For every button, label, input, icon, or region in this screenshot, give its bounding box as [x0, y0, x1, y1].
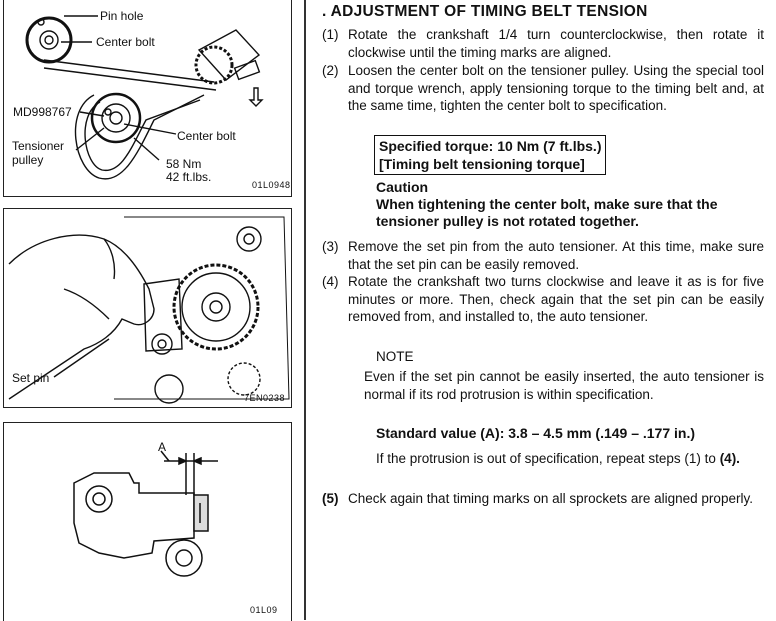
figure-code-2: 7EN0238 — [244, 393, 286, 403]
step-1-text: Rotate the crankshaft 1/4 turn countercl… — [348, 27, 764, 60]
spec-torque-desc: [Timing belt tensioning torque] — [379, 156, 585, 172]
set-pin-drawing — [8, 216, 290, 404]
step-2-text: Loosen the center bolt on the tensioner … — [348, 63, 764, 113]
protrusion-text: If the protrusion is out of specificatio… — [376, 450, 764, 468]
step-5-number: (5) — [322, 491, 339, 506]
step-5-text: Check again that timing marks on all spr… — [348, 491, 753, 506]
step-2-number: (2) — [322, 63, 339, 78]
specified-torque-box: Specified torque: 10 Nm (7 ft.lbs.) [Tim… — [374, 135, 607, 175]
caution-heading: Caution — [376, 179, 429, 195]
figure-code-1: 01L0948 — [252, 180, 291, 190]
step-3-text: Remove the set pin from the auto tension… — [348, 239, 764, 272]
label-pin-hole: Pin hole — [100, 9, 144, 23]
spec-torque-line: Specified torque: 10 Nm (7 ft.lbs.) — [379, 138, 602, 154]
label-set-pin: Set pin — [12, 371, 50, 385]
label-torque-ftlbs: 42 ft.lbs. — [166, 170, 212, 184]
label-center-bolt-top: Center bolt — [96, 35, 155, 49]
tensioner-pulley-drawing — [25, 15, 264, 180]
label-tensioner: Tensioner — [12, 139, 65, 153]
figure-auto-tensioner: A 01L09 — [3, 422, 292, 621]
label-center-bolt: Center bolt — [177, 129, 236, 143]
figure-tensioner-pulley: Pin hole Center bolt MD998767 Center bol… — [3, 0, 292, 197]
note-heading: NOTE — [376, 349, 414, 364]
illustration-column: Pin hole Center bolt MD998767 Center bol… — [0, 0, 292, 621]
figure-set-pin: Set pin 7EN0238 — [3, 208, 292, 408]
note-text: Even if the set pin cannot be easily ins… — [364, 369, 764, 402]
caution-text: When tightening the center bolt, make su… — [376, 196, 718, 229]
protrusion-step-ref: (4). — [719, 451, 740, 466]
protrusion-sentence: If the protrusion is out of specificatio… — [376, 451, 720, 466]
figure-code-3: 01L09 — [250, 605, 278, 615]
step-4-number: (4) — [322, 274, 339, 289]
standard-value: Standard value (A): 3.8 – 4.5 mm (.149 –… — [376, 425, 696, 441]
label-special-tool: MD998767 — [13, 105, 72, 119]
step-3-number: (3) — [322, 239, 339, 254]
label-dimension-a: A — [158, 440, 167, 454]
label-pulley: pulley — [12, 153, 44, 167]
step-4-text: Rotate the crankshaft two turns clockwis… — [348, 274, 764, 324]
step-1-number: (1) — [322, 27, 339, 42]
section-title: . ADJUSTMENT OF TIMING BELT TENSION — [322, 3, 648, 20]
label-torque-nm: 58 Nm — [166, 157, 202, 171]
column-divider — [304, 0, 306, 620]
auto-tensioner-drawing — [73, 450, 218, 577]
